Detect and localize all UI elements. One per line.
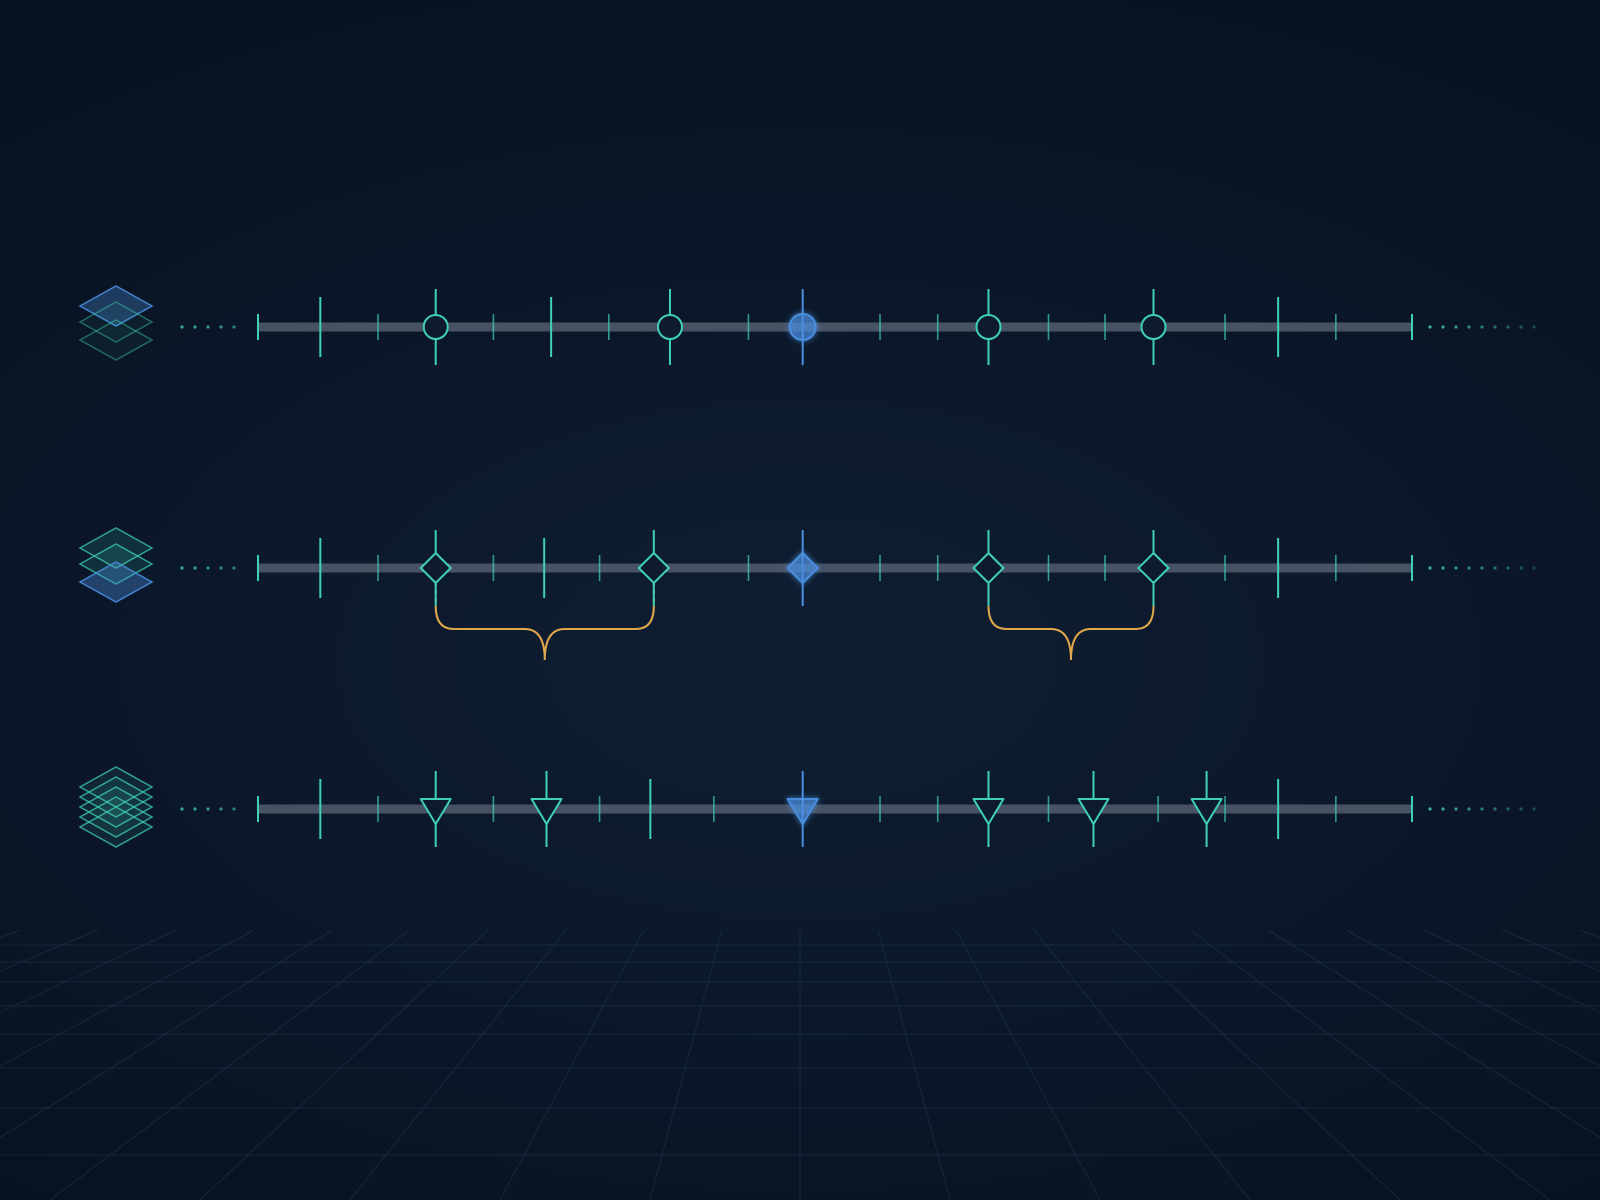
grid-line-vertical	[955, 929, 1101, 1200]
event-circle	[656, 314, 683, 340]
dotted-extension-right	[1519, 566, 1523, 570]
dotted-extension-left	[193, 566, 197, 570]
grid-line-vertical	[499, 929, 645, 1200]
layers-bottom-highlight-icon	[78, 527, 154, 603]
event-circle	[1140, 314, 1167, 340]
grid-line-vertical	[1189, 929, 1551, 1200]
timeline-rows	[180, 289, 1536, 847]
grid-line-vertical	[1111, 929, 1401, 1200]
dotted-extension-left	[180, 566, 184, 570]
dotted-extension-left	[206, 325, 210, 329]
event-triangle	[1077, 798, 1110, 825]
dotted-extension-left	[180, 325, 184, 329]
grouping-brace	[987, 605, 1155, 661]
dotted-extension-right	[1467, 566, 1471, 570]
dotted-extension-right	[1428, 325, 1432, 329]
layers-stack-icon	[78, 766, 154, 848]
dotted-extension-left	[232, 325, 236, 329]
dotted-extension-right	[1454, 807, 1458, 811]
grid-line-vertical	[1267, 929, 1600, 1139]
grid-line-vertical	[649, 929, 723, 1200]
grid-line-vertical	[1345, 929, 1600, 1067]
event-circle	[975, 314, 1002, 340]
layer-icons	[78, 285, 154, 848]
grid-line-vertical	[1501, 929, 1600, 972]
layer-plate	[78, 301, 154, 343]
grid-line-vertical	[1033, 929, 1251, 1200]
dotted-extension-right	[1519, 807, 1523, 811]
timeline-row	[180, 771, 1536, 847]
active-event-triangle	[786, 798, 819, 825]
event-triangle	[530, 798, 563, 825]
dotted-extension-left	[219, 807, 223, 811]
dotted-extension-left	[219, 566, 223, 570]
dotted-extension-right	[1441, 325, 1445, 329]
dotted-extension-right	[1441, 566, 1445, 570]
dotted-extension-right	[1493, 566, 1497, 570]
timeline-row	[180, 530, 1536, 661]
dotted-extension-right	[1428, 807, 1432, 811]
grid-line-vertical	[49, 929, 411, 1200]
dotted-extension-right	[1532, 807, 1536, 811]
dotted-extension-left	[206, 566, 210, 570]
grid-line-vertical	[349, 929, 567, 1200]
event-triangle	[419, 798, 452, 825]
dotted-extension-right	[1480, 566, 1484, 570]
event-diamond	[637, 551, 671, 585]
perspective-floor-grid	[0, 929, 1600, 1200]
timeline-row	[180, 289, 1536, 365]
dotted-extension-right	[1467, 807, 1471, 811]
dotted-extension-right	[1480, 807, 1484, 811]
layer-plate	[78, 561, 154, 603]
grid-line-vertical	[0, 929, 177, 1014]
layer-plate	[78, 319, 154, 361]
dotted-extension-left	[193, 807, 197, 811]
dotted-extension-right	[1519, 325, 1523, 329]
dotted-extension-left	[206, 807, 210, 811]
grid-line-vertical	[0, 929, 99, 972]
event-diamond	[972, 551, 1005, 585]
grid-line-vertical	[0, 929, 255, 1067]
active-event-diamond	[786, 551, 820, 585]
grid-line-vertical	[0, 929, 333, 1139]
active-event-circle	[788, 313, 817, 341]
dotted-extension-right	[1493, 807, 1497, 811]
dotted-extension-left	[180, 807, 184, 811]
dotted-extension-left	[219, 325, 223, 329]
dotted-extension-right	[1506, 566, 1510, 570]
event-diamond	[1137, 551, 1170, 585]
event-triangle	[1190, 798, 1223, 825]
layer-plate	[78, 543, 154, 585]
dotted-extension-right	[1454, 566, 1458, 570]
dotted-extension-right	[1532, 325, 1536, 329]
layer-plate	[78, 796, 154, 838]
dotted-extension-right	[1493, 325, 1497, 329]
grid-line-vertical	[199, 929, 489, 1200]
dotted-extension-right	[1506, 325, 1510, 329]
dotted-extension-right	[1454, 325, 1458, 329]
event-diamond	[419, 551, 453, 585]
layer-plate	[78, 806, 154, 848]
dotted-extension-right	[1441, 807, 1445, 811]
grid-line-vertical	[877, 929, 951, 1200]
dotted-extension-left	[232, 807, 236, 811]
grid-line-vertical	[1423, 929, 1600, 1014]
layer-plate	[78, 527, 154, 569]
dotted-extension-left	[232, 566, 236, 570]
dotted-extension-right	[1480, 325, 1484, 329]
dotted-extension-right	[1467, 325, 1471, 329]
event-circle	[422, 314, 449, 340]
grouping-brace	[434, 605, 655, 661]
event-triangle	[972, 798, 1005, 825]
dotted-extension-right	[1532, 566, 1536, 570]
dotted-extension-right	[1506, 807, 1510, 811]
dotted-extension-left	[193, 325, 197, 329]
layer-plate	[78, 285, 154, 327]
layers-top-highlight-icon	[78, 285, 154, 361]
dotted-extension-right	[1428, 566, 1432, 570]
